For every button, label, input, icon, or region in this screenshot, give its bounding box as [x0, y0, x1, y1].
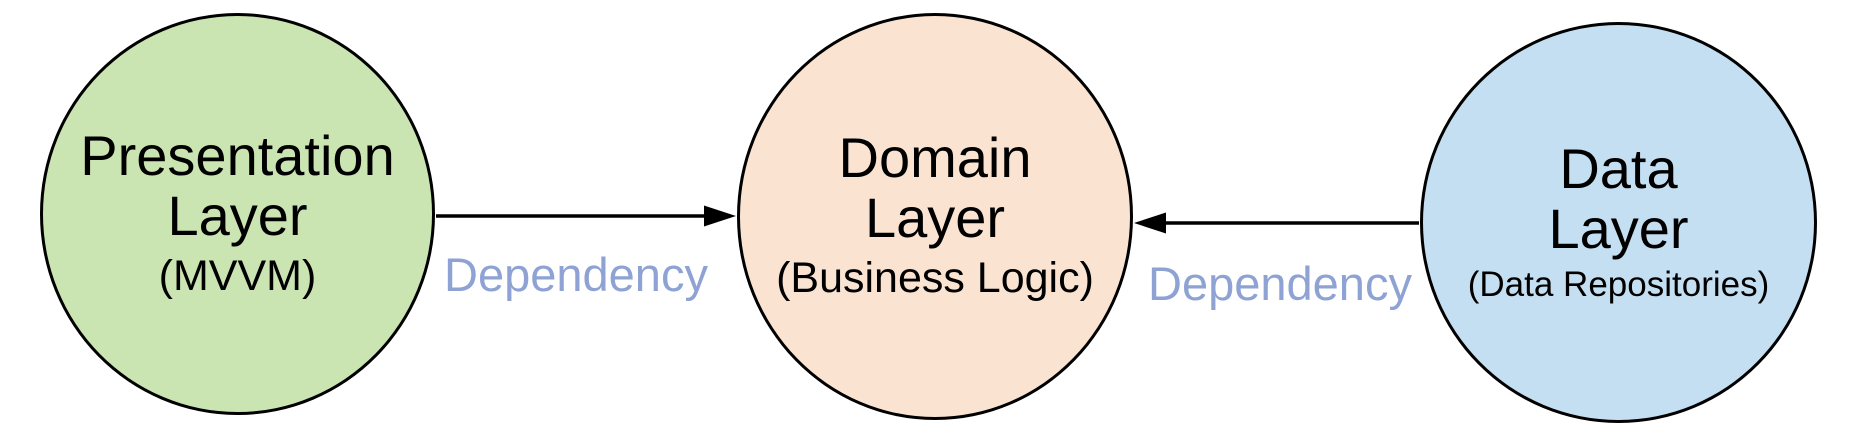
node-domain-layer-text: Domain Layer (Business Logic)	[776, 128, 1094, 305]
arrowhead-left-icon	[1134, 212, 1166, 234]
edge-label-dependency-left: Dependency	[444, 248, 708, 301]
dependency-arrow-presentation-to-domain	[436, 205, 736, 227]
node-subtitle: (Business Logic)	[776, 254, 1094, 303]
dependency-arrow-data-to-domain	[1134, 212, 1419, 234]
node-presentation-layer: Presentation Layer (MVVM)	[40, 13, 435, 415]
edge-label-dependency-right: Dependency	[1148, 257, 1412, 310]
node-title-line1: Data	[1559, 137, 1678, 200]
node-title-line1: Domain	[838, 126, 1032, 190]
node-subtitle: (Data Repositories)	[1467, 265, 1770, 304]
node-data-layer: Data Layer (Data Repositories)	[1420, 22, 1817, 423]
node-title-line2: Layer	[167, 183, 308, 247]
arrowhead-right-icon	[704, 205, 736, 227]
node-title-line2: Layer	[864, 186, 1006, 250]
node-domain-layer: Domain Layer (Business Logic)	[737, 13, 1133, 420]
node-title-line2: Layer	[1548, 197, 1689, 260]
node-title-line1: Presentation	[80, 123, 395, 187]
node-subtitle: (MVVM)	[158, 251, 317, 300]
node-data-layer-text: Data Layer (Data Repositories)	[1468, 139, 1770, 306]
node-presentation-layer-text: Presentation Layer (MVVM)	[80, 123, 395, 303]
